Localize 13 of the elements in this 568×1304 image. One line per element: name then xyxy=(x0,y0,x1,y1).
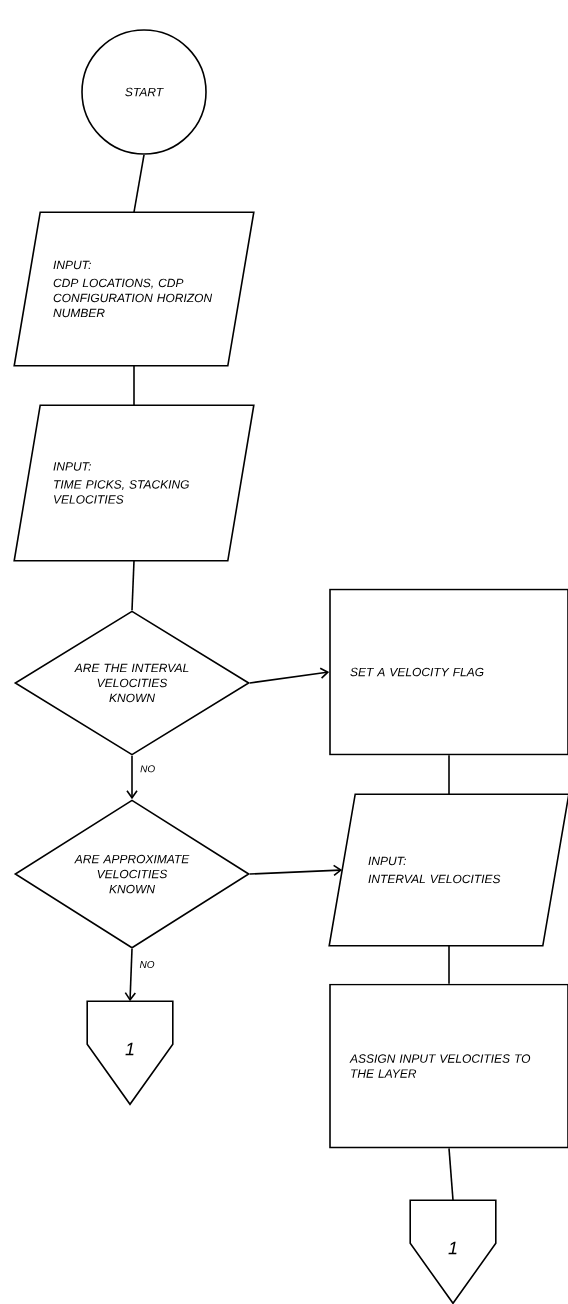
edge-label: NO xyxy=(140,765,155,773)
input-parallelogram: INPUT: INTERVAL VELOCITIES xyxy=(328,793,568,947)
input-parallelogram: INPUT: TIME PICKS, STACKING VELOCITIES xyxy=(13,404,255,562)
arrow xyxy=(249,864,343,877)
edge-label: NO xyxy=(139,961,155,969)
off-page-connector: 1 xyxy=(409,1199,497,1304)
arrow xyxy=(124,948,137,1002)
arrow xyxy=(126,755,138,800)
process-box: SET A VELOCITY FLAG xyxy=(329,588,568,756)
arrow xyxy=(249,667,330,684)
input-parallelogram: INPUT: CDP LOCATIONS, CDP CONFIGURATION HORIZON NUMBER xyxy=(13,211,255,367)
process-box: ASSIGN INPUT VELOCITIES TO THE LAYER xyxy=(329,983,568,1149)
off-page-connector: 1 xyxy=(86,1000,174,1106)
